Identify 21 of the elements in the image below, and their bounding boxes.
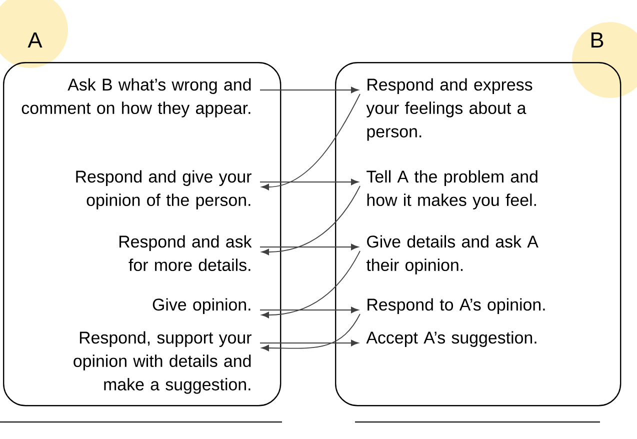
dialogue-text: Tell A the problem and how it makes you feel. bbox=[366, 170, 538, 210]
dialogue-text: Ask B what’s wrong and comment on how they appear. bbox=[22, 78, 251, 118]
arrow bbox=[261, 314, 360, 352]
dialogue-text: Respond and give your opinion of the person. bbox=[76, 170, 252, 210]
arrow bbox=[261, 186, 360, 256]
panel-heading: B bbox=[592, 32, 604, 48]
arrow bbox=[260, 178, 359, 186]
dialogue-text: Respond, support your opinion with details and make a suggestion. bbox=[74, 331, 252, 394]
dialogue-text: Respond and ask for more details. bbox=[120, 235, 252, 272]
dialogue-text: Give opinion. bbox=[152, 298, 250, 314]
panel-heading: A bbox=[28, 32, 42, 48]
dialogue-text: Accept A’s suggestion. bbox=[366, 331, 536, 347]
dialogue-text: Respond to A’s opinion. bbox=[368, 298, 545, 314]
arrow bbox=[260, 340, 359, 346]
arrow bbox=[261, 250, 360, 318]
arrow bbox=[260, 86, 359, 94]
dialogue-text: Respond and express your feelings about a person. bbox=[366, 78, 532, 141]
arrow bbox=[261, 94, 360, 190]
dialogue-text: Give details and ask A their opinion. bbox=[366, 235, 538, 274]
arrow bbox=[260, 244, 359, 250]
arrow bbox=[260, 306, 359, 314]
